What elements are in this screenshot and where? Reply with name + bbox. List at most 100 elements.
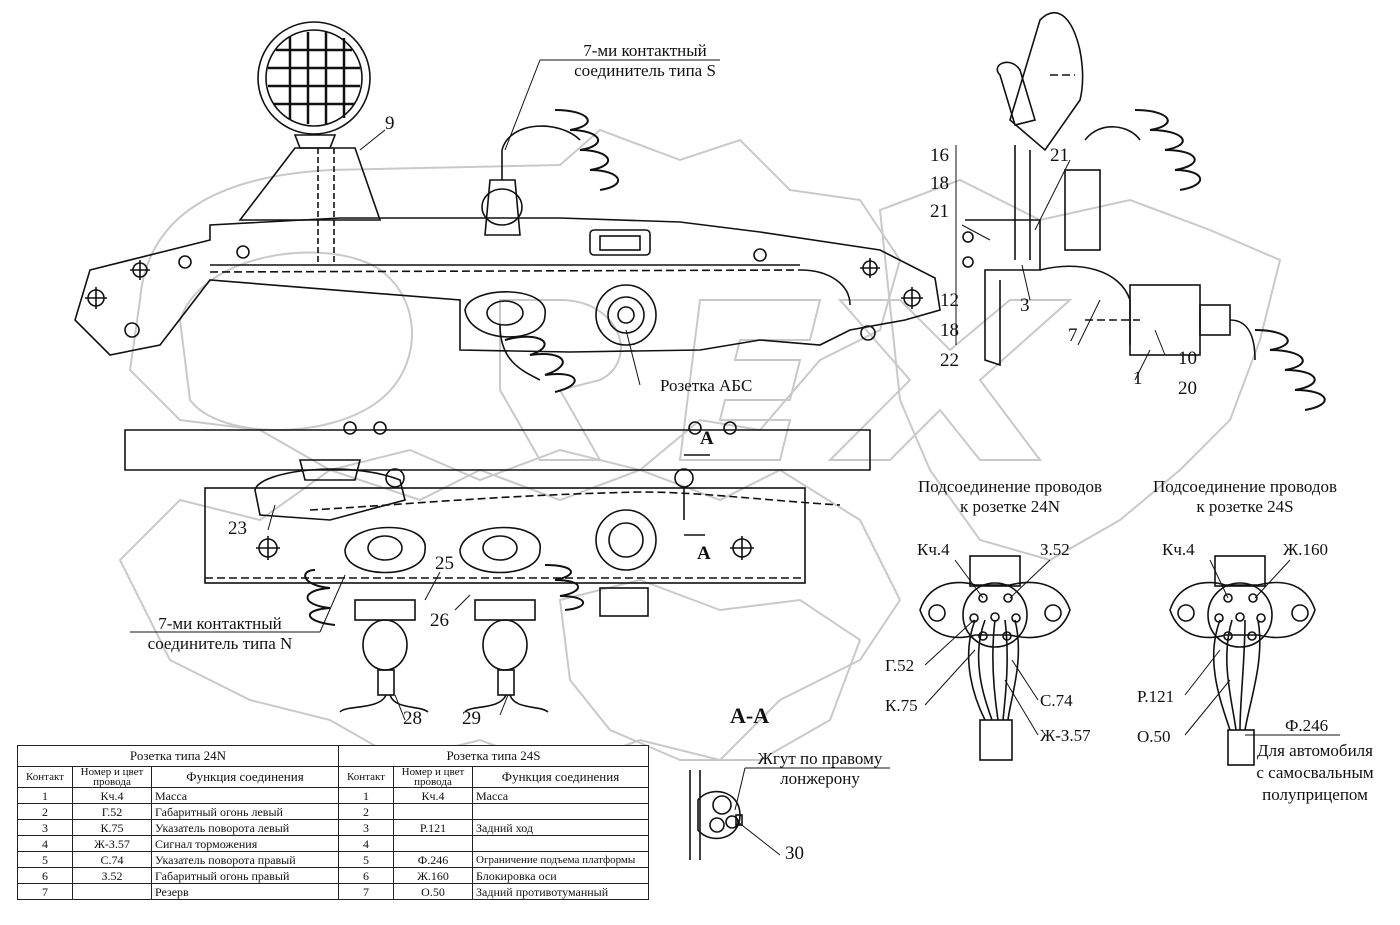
wire-label-24n: К.75 (885, 696, 918, 715)
cell-contact: 2 (17, 803, 73, 820)
wire-label-24n: Г.52 (885, 656, 915, 675)
section-mark-a-top: А (700, 428, 714, 449)
cell-function: Резерв (151, 883, 339, 900)
wire-label-24s: Ж.160 (1283, 540, 1328, 559)
pinout-24s-flange (1169, 581, 1316, 639)
cell-contact: 5 (17, 851, 73, 868)
dump-note-line2: с самосвальным (1256, 763, 1374, 782)
wire-label-24s: О.50 (1137, 727, 1171, 746)
cell-function (472, 835, 649, 852)
cell-function: Габаритный огонь правый (151, 867, 339, 884)
cell-wire: Ж-З.57 (72, 835, 152, 852)
callout-number: 7 (1068, 325, 1078, 346)
wire-label-24s: Ф.246 (1285, 716, 1329, 735)
callout-number: 16 (930, 145, 949, 166)
cell-contact: 2 (338, 803, 394, 820)
lower-bracket (204, 487, 806, 584)
top-bracket (74, 217, 941, 356)
section-mark-a-bottom: А (697, 543, 711, 564)
callout-number: 23 (228, 518, 247, 539)
cell-wire (393, 835, 473, 852)
col-wire: Номер и цвет провода (393, 766, 473, 788)
cell-contact: 7 (338, 883, 394, 900)
table-row: 6 З.52 Габаритный огонь правый 6 Ж.160 Б… (17, 867, 649, 884)
cell-wire: К.75 (72, 819, 152, 836)
side-lamp (1009, 11, 1084, 152)
callout-number: 18 (930, 173, 949, 194)
cell-function: Габаритный огонь левый (151, 803, 339, 820)
cell-function: Масса (472, 787, 649, 804)
table-row: 5 С.74 Указатель поворота правый 5 Ф.246… (17, 851, 649, 868)
callout-number: 21 (930, 201, 949, 222)
col-contact: Контакт (338, 766, 394, 788)
cell-wire: Кч.4 (393, 787, 473, 804)
cell-contact: 1 (17, 787, 73, 804)
cell-contact: 3 (17, 819, 73, 836)
cell-contact: 6 (338, 867, 394, 884)
connector-n-label-line1: 7-ми контактный (158, 614, 282, 633)
callout-number: 25 (435, 553, 454, 574)
callout-number: 9 (385, 113, 395, 134)
callout-number: 18 (940, 320, 959, 341)
cell-contact: 4 (17, 835, 73, 852)
dump-note-line3: полуприцепом (1262, 785, 1368, 804)
connector-s-label-line2: соединитель типа S (574, 61, 716, 80)
cell-contact: 5 (338, 851, 394, 868)
work-lamp (257, 21, 371, 135)
cell-function: Сигнал торможения (151, 835, 339, 852)
harness-label-line2: лонжерону (780, 769, 860, 788)
wiring-24n-title-line1: Подсоединение проводов (917, 477, 1103, 496)
table-row: 2 Г.52 Габаритный огонь левый 2 (17, 803, 649, 820)
connector-s-label-line1: 7-ми контактный (583, 41, 707, 60)
callout-number: 10 (1178, 348, 1197, 369)
wire-label-24n: З.52 (1040, 540, 1070, 559)
cell-wire (72, 883, 152, 900)
callout-number: 20 (1178, 378, 1197, 399)
connector-n-label-line2: соединитель типа N (147, 634, 293, 653)
cell-function: Масса (151, 787, 339, 804)
callout-number: 12 (940, 290, 959, 311)
socket-24s (459, 526, 541, 574)
abs-socket-label: Розетка АБС (660, 376, 753, 395)
callout-number: 29 (462, 708, 481, 729)
frame-member (124, 429, 871, 471)
table-row: 1 Кч.4 Масса 1 Кч.4 Масса (17, 787, 649, 804)
pinout-24n-flange (919, 581, 1071, 639)
table-row: 3 К.75 Указатель поворота левый 3 Р.121 … (17, 819, 649, 836)
cell-wire: З.52 (72, 867, 152, 884)
watermark (118, 128, 1282, 772)
table-title-24n: Розетка типа 24N (17, 745, 339, 767)
cell-function: Задний ход (472, 819, 649, 836)
col-wire: Номер и цвет провода (72, 766, 152, 788)
cell-contact: 7 (17, 883, 73, 900)
col-function: Функция соединения (472, 766, 649, 788)
cell-function: Задний противотуманный (472, 883, 649, 900)
callout-number: 26 (430, 610, 449, 631)
callout-number: 30 (785, 843, 804, 864)
connector-n (362, 619, 408, 671)
wiring-table: Розетка типа 24N Розетка типа 24S Контак… (17, 745, 649, 900)
wire-label-24n: Ж-З.57 (1040, 726, 1091, 745)
cell-wire: Г.52 (72, 803, 152, 820)
cell-function: Блокировка оси (472, 867, 649, 884)
item-23-lamp (254, 468, 406, 521)
table-row: 7 Резерв 7 О.50 Задний противотуманный (17, 883, 649, 900)
cell-function: Указатель поворота левый (151, 819, 339, 836)
cell-wire: Кч.4 (72, 787, 152, 804)
lamp-bracket (238, 147, 382, 221)
wire-label-24s: Р.121 (1137, 687, 1175, 706)
cell-wire: Ж.160 (393, 867, 473, 884)
col-contact: Контакт (17, 766, 73, 788)
col-function: Функция соединения (151, 766, 339, 788)
section-aa-title: А-А (730, 703, 770, 728)
wire-label-24n: С.74 (1040, 691, 1073, 710)
abs-socket (595, 284, 657, 346)
callout-number: 22 (940, 350, 959, 371)
cell-function: Указатель поворота правый (151, 851, 339, 868)
cell-contact: 1 (338, 787, 394, 804)
callout-number: 3 (1020, 295, 1030, 316)
cell-wire: С.74 (72, 851, 152, 868)
connector-s (484, 179, 521, 236)
cell-function (472, 803, 649, 820)
